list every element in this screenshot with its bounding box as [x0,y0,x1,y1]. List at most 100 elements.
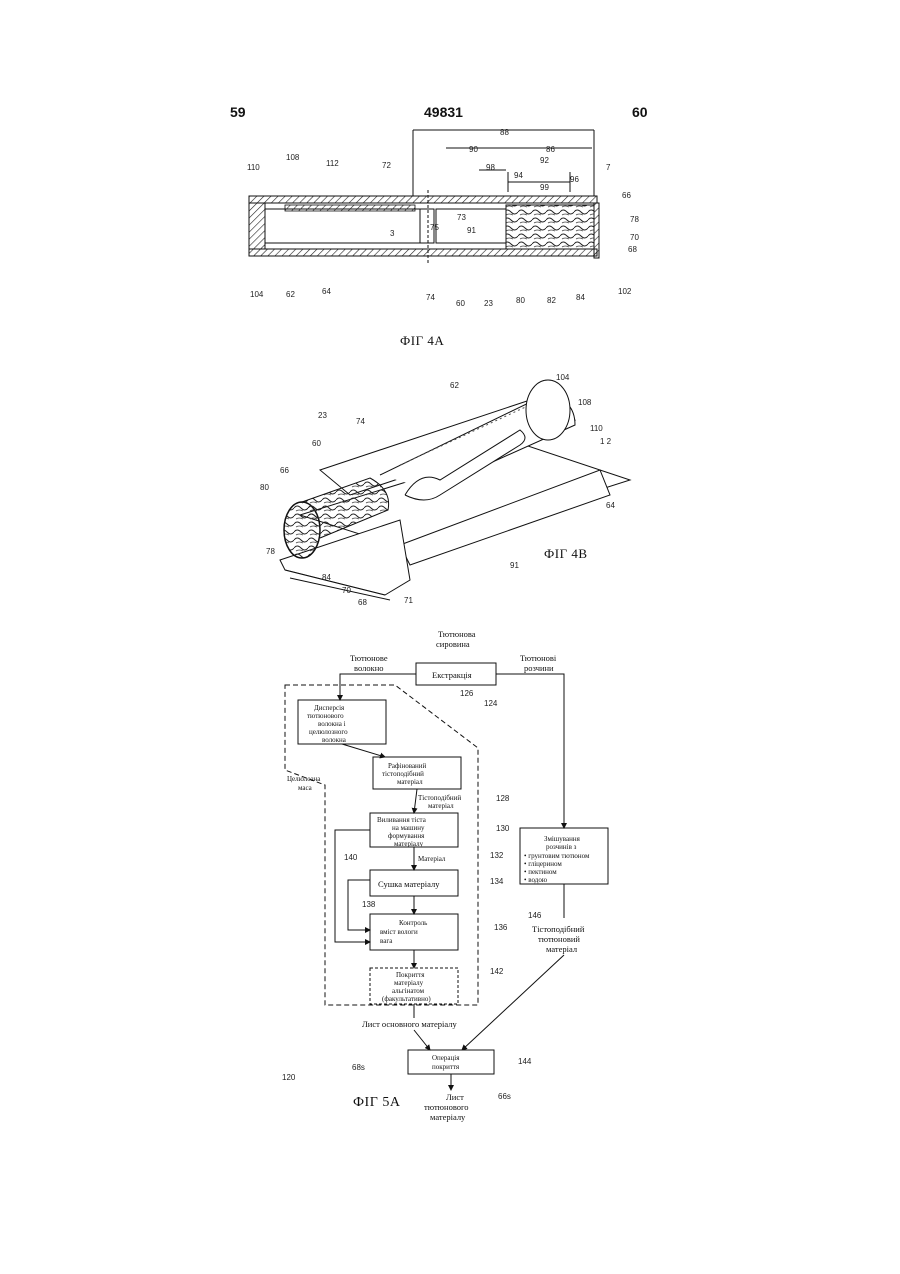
tobacco-sheet-line2: тютюнового [424,1102,469,1112]
ref-75: 75 [430,223,439,232]
ref-94: 94 [514,171,523,180]
caption-fig-5a: ФІГ 5А [353,1095,400,1111]
ref-62: 62 [286,290,295,299]
fiber-line2: волокно [354,663,384,673]
ref-3: 3 [390,229,395,238]
ref-98: 98 [486,163,495,172]
ref-60: 60 [312,439,321,448]
ref-71: 71 [404,596,413,605]
paste-line1: Тістоподібний [532,924,585,934]
mixing-title-line2: розчинів з [546,843,577,851]
coating-line2: матеріалу [394,979,424,987]
control-line2: вміст вологи [380,928,418,936]
base-sheet-label: Лист основного матеріалу [362,1019,457,1029]
ref-78: 78 [630,215,639,224]
cellulose-line2: маса [298,784,313,792]
mixing-item-4: • водою [524,876,547,884]
ref-66: 66 [622,191,631,200]
mixing-title-line1: Змішування [544,835,581,843]
coating-op-line1: Операція [432,1054,460,1062]
ref-91: 91 [510,561,519,570]
ref-23: 23 [484,299,493,308]
solutions-line2: розчини [524,663,554,673]
ref-128: 128 [496,794,510,803]
ref-136: 136 [494,923,508,932]
coating-line1: Покриття [396,971,425,979]
dispersion-line2: тютюнового [307,712,344,720]
ref-132: 132 [490,851,504,860]
ref-104: 104 [556,373,570,382]
ref-68: 68 [358,598,367,607]
paste-line2: тютюновий [538,934,580,944]
ref-64: 64 [606,501,615,510]
control-line3: вага [380,937,393,945]
ref-110: 110 [590,424,603,433]
ref-110: 110 [247,163,260,172]
control-line1: Контроль [399,919,427,927]
ref-23: 23 [318,411,327,420]
raw-material-line1: Тютюнова [438,629,476,639]
ref-66s: 66s [498,1092,511,1101]
ref-91: 91 [467,226,476,235]
dispersion-line5: волокна [322,736,347,744]
figure-4a: 110 108 112 72 88 90 86 98 94 92 99 96 7… [247,128,639,308]
cellulose-line1: Целюлозна [287,775,321,783]
refined-line1: Рафінований [388,762,427,770]
ref-84: 84 [576,293,585,302]
ref-62: 62 [450,381,459,390]
ref-78: 78 [266,547,275,556]
casting-line4: матеріалу [394,840,424,848]
ref-74: 74 [426,293,435,302]
ref-120: 120 [282,1073,296,1082]
paste-line3: матеріал [546,944,578,954]
ref-102: 102 [618,287,632,296]
figure-5a-text: Тютюнова сировина Тютюнове волокно Тютюн… [282,629,590,1122]
ref-88: 88 [500,128,509,137]
dispersion-line3: волокна і [318,720,346,728]
doughy-line1: Тістоподібний [418,794,461,802]
ref-134: 134 [490,877,504,886]
ref-130: 130 [496,824,510,833]
ref-146: 146 [528,911,542,920]
coating-op-line2: покриття [432,1063,460,1071]
ref-92: 92 [540,156,549,165]
ref-86: 86 [546,145,555,154]
ref-104: 104 [250,290,264,299]
figure-4b: 62 104 108 110 1 2 23 74 60 66 80 78 64 … [260,373,630,607]
ref-108: 108 [578,398,592,407]
mixing-item-3: • пектином [524,868,557,876]
tobacco-sheet-line1: Лист [446,1092,464,1102]
drying-box: Сушка матеріалу [378,879,440,889]
ref-60: 60 [456,299,465,308]
dispersion-line4: целюлозного [309,728,348,736]
coating-line4: (факультативно) [382,995,431,1003]
solutions-line1: Тютюнові [520,653,557,663]
caption-fig-4a: ФІГ 4А [400,333,444,349]
ref-68s: 68s [352,1063,365,1072]
ref-99: 99 [540,183,549,192]
doughy-line2: матеріал [428,802,454,810]
ref-112: 1 2 [600,437,612,446]
mixing-item-2: • гліцерином [524,860,562,868]
ref-138: 138 [362,900,376,909]
ref-73: 73 [457,213,466,222]
ref-124: 124 [484,699,498,708]
ref-72: 72 [382,161,391,170]
coating-line3: альгінатом [392,987,425,995]
ref-80: 80 [260,483,269,492]
ref-68: 68 [628,245,637,254]
fiber-line1: Тютюнове [350,653,388,663]
ref-84: 84 [322,573,331,582]
refined-line3: матеріал [397,778,423,786]
ref-82: 82 [547,296,556,305]
ref-96: 96 [570,175,579,184]
casting-line1: Виливання тіста [377,816,427,824]
dispersion-line1: Дисперсія [314,704,345,712]
ref-66: 66 [280,466,289,475]
ref-80: 80 [516,296,525,305]
ref-7: 7 [606,163,611,172]
refined-line2: тістоподібний [382,770,424,778]
tobacco-sheet-line3: матеріалу [430,1112,466,1122]
raw-material-line2: сировина [436,639,470,649]
